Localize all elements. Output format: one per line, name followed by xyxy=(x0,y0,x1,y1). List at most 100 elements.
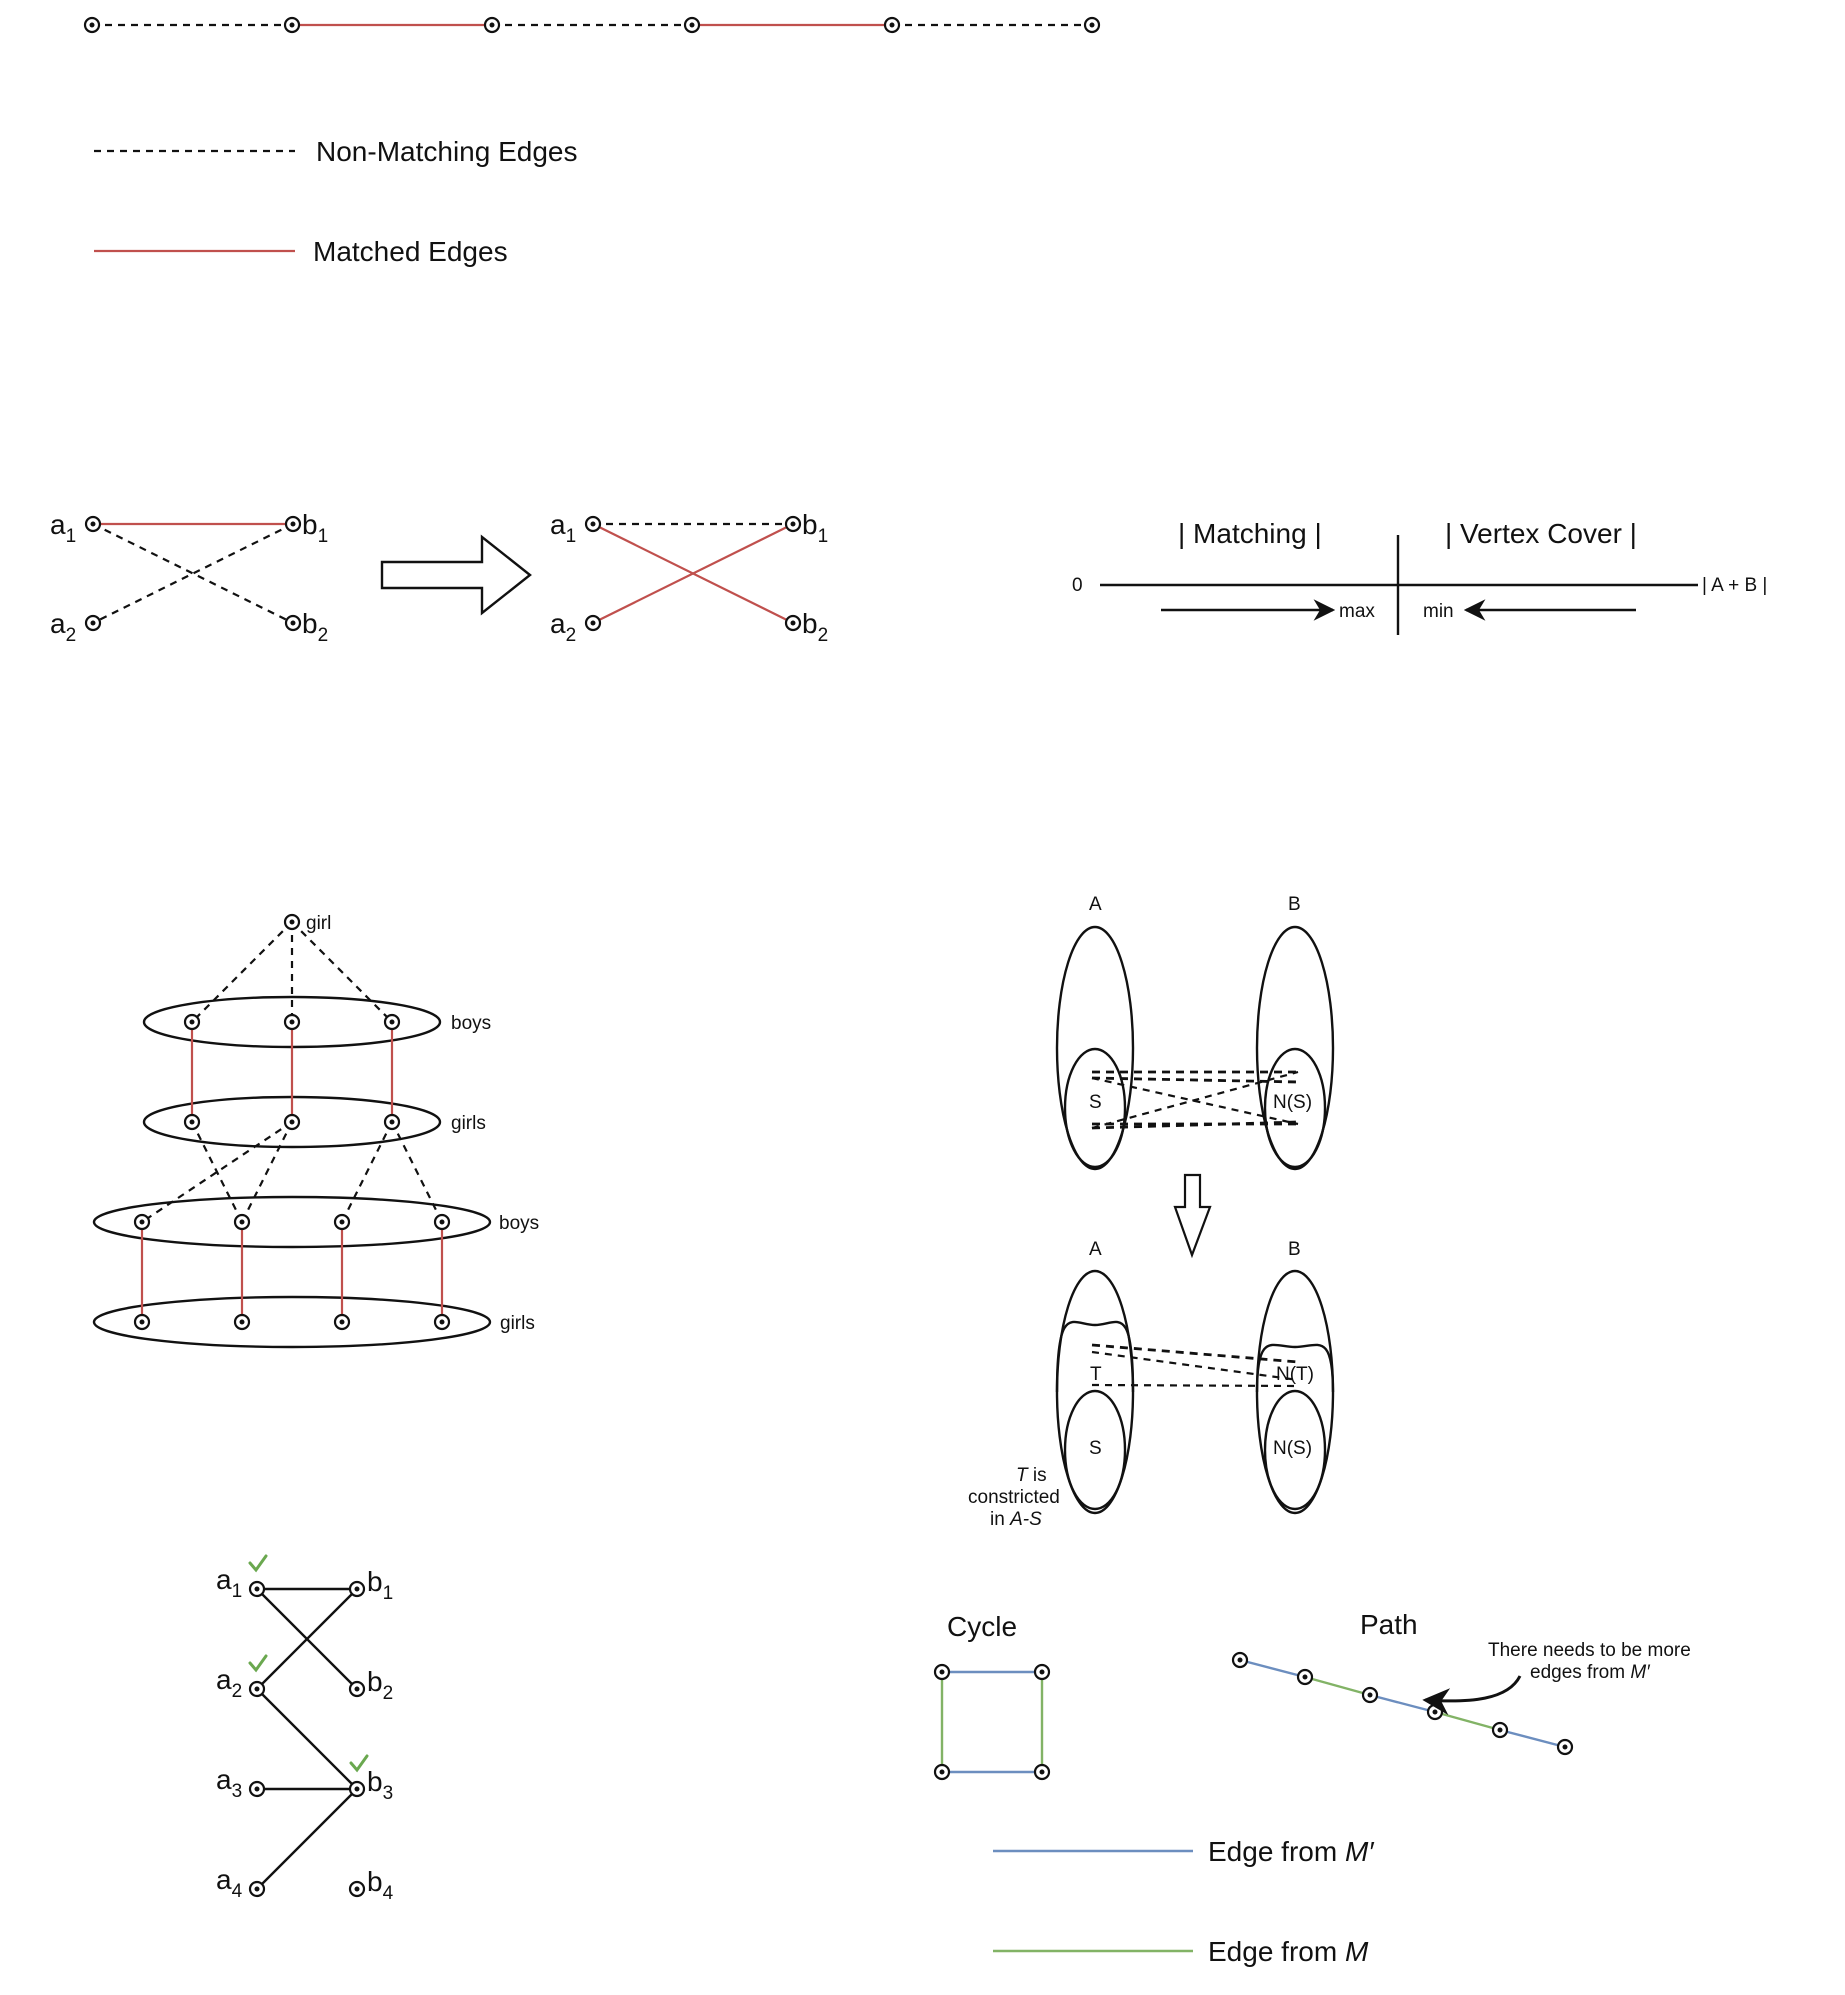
vertex xyxy=(1033,1763,1051,1781)
set-B-ellipse xyxy=(1255,925,1335,1171)
edge-m-prime xyxy=(1499,1728,1566,1749)
vertex-a1 xyxy=(248,1580,266,1598)
edge xyxy=(256,1788,358,1890)
edge xyxy=(1091,1120,1299,1130)
set-S-ellipse xyxy=(1063,1047,1127,1169)
edge xyxy=(1091,1076,1299,1084)
vertex xyxy=(933,1763,951,1781)
swap-left-graph: a1 a2 b1 b2 xyxy=(50,509,328,646)
vertex xyxy=(283,16,301,34)
vertex xyxy=(133,1213,151,1231)
max-label: max xyxy=(1339,601,1375,622)
legend-non-matching-label: Non-Matching Edges xyxy=(316,136,577,167)
set-S-ellipse xyxy=(1063,1389,1127,1511)
constricted-note-line1: T is xyxy=(1016,1465,1047,1486)
label-a4: a4 xyxy=(216,1864,243,1902)
check-icon xyxy=(349,1754,369,1773)
set-NS-ellipse xyxy=(1263,1047,1327,1169)
path-diagram: Path There needs to be more edges from M… xyxy=(1231,1609,1691,1756)
non-matching-edge xyxy=(191,1121,243,1223)
vertex xyxy=(1296,1668,1314,1686)
legend-bottom: Edge from M′ Edge from M xyxy=(993,1836,1375,1967)
vertex xyxy=(683,16,701,34)
edge-m xyxy=(1434,1710,1501,1732)
label-a3: a3 xyxy=(216,1764,242,1802)
annotation-line2: edges from M′ xyxy=(1530,1662,1651,1683)
vertex-b1 xyxy=(348,1580,366,1598)
vertex-b2 xyxy=(348,1680,366,1698)
vertex xyxy=(933,1663,951,1681)
label-a2: a2 xyxy=(216,1664,242,1702)
non-matching-edge xyxy=(92,523,294,624)
boys-ellipse-2 xyxy=(92,1195,492,1249)
cycle-title: Cycle xyxy=(947,1611,1017,1642)
label-b1: b1 xyxy=(802,509,828,547)
vertex-a2 xyxy=(84,614,102,632)
vertex-b1 xyxy=(284,515,302,533)
girls-label-2: girls xyxy=(500,1313,535,1334)
label-b3: b3 xyxy=(367,1766,393,1804)
set-T-boundary xyxy=(1055,1320,1135,1393)
vertex xyxy=(483,16,501,34)
vertex-a2 xyxy=(248,1680,266,1698)
vertex-root-girl xyxy=(283,913,301,931)
vertex xyxy=(1556,1738,1574,1756)
vertex xyxy=(433,1213,451,1231)
non-matching-edge xyxy=(92,523,294,624)
set-B-label: B xyxy=(1288,894,1301,915)
set-B-label: B xyxy=(1288,1239,1301,1260)
label-b2: b2 xyxy=(302,608,328,646)
vertex xyxy=(1361,1686,1379,1704)
vertex-b3 xyxy=(348,1780,366,1798)
legend-m-prime-label: Edge from M′ xyxy=(1208,1836,1375,1867)
vertex-b4 xyxy=(348,1880,366,1898)
vertex-a4 xyxy=(248,1880,266,1898)
boys-label-1: boys xyxy=(451,1013,491,1034)
non-matching-edge xyxy=(391,1121,443,1223)
non-matching-edge xyxy=(241,1121,293,1223)
hall-bottom: A B T N(T) S N(S) T is constricted in A-… xyxy=(968,1239,1335,1530)
non-matching-edge xyxy=(141,1121,293,1223)
NT-label: N(T) xyxy=(1276,1364,1314,1385)
non-matching-edge xyxy=(341,1121,393,1223)
edge xyxy=(1091,1343,1299,1364)
edge-m xyxy=(1304,1675,1371,1697)
non-matching-edge xyxy=(191,921,293,1023)
label-a1: a1 xyxy=(550,509,576,547)
vertex xyxy=(383,1013,401,1031)
constricted-note-line3: in A-S xyxy=(990,1509,1042,1530)
vertex xyxy=(133,1313,151,1331)
path-title: Path xyxy=(1360,1609,1418,1640)
girl-label: girl xyxy=(306,913,331,934)
vertex xyxy=(1231,1651,1249,1669)
set-NS-ellipse xyxy=(1263,1389,1327,1511)
duality-diagram: | Matching | | Vertex Cover | 0 | A + B … xyxy=(1072,518,1767,635)
swap-arrow xyxy=(380,534,532,616)
vertex-cover-size-label: | Vertex Cover | xyxy=(1445,518,1637,549)
girls-ellipse-2 xyxy=(92,1295,492,1349)
edge xyxy=(256,1688,358,1790)
vertex xyxy=(283,1113,301,1131)
vertex xyxy=(283,1013,301,1031)
end-label: | A + B | xyxy=(1702,575,1767,596)
edge xyxy=(256,1588,358,1690)
bipartite-graph: a1 a2 a3 a4 b1 b2 b3 b4 xyxy=(216,1554,394,1904)
S-label: S xyxy=(1089,1092,1102,1113)
vertex-a2 xyxy=(584,614,602,632)
hall-down-arrow xyxy=(1173,1173,1212,1259)
label-b2: b2 xyxy=(802,608,828,646)
annotation-arrow xyxy=(1422,1675,1522,1716)
set-A-label: A xyxy=(1089,894,1102,915)
NS-label: N(S) xyxy=(1273,1438,1312,1459)
check-icon xyxy=(248,1554,268,1573)
vertex-b1 xyxy=(784,515,802,533)
label-b4: b4 xyxy=(367,1866,394,1904)
constricted-note-line2: constricted xyxy=(968,1487,1060,1508)
matching-size-label: | Matching | xyxy=(1178,518,1322,549)
vertex xyxy=(1491,1721,1509,1739)
vertex xyxy=(183,1013,201,1031)
S-label: S xyxy=(1089,1438,1102,1459)
vertex xyxy=(333,1213,351,1231)
check-icon xyxy=(248,1654,268,1673)
